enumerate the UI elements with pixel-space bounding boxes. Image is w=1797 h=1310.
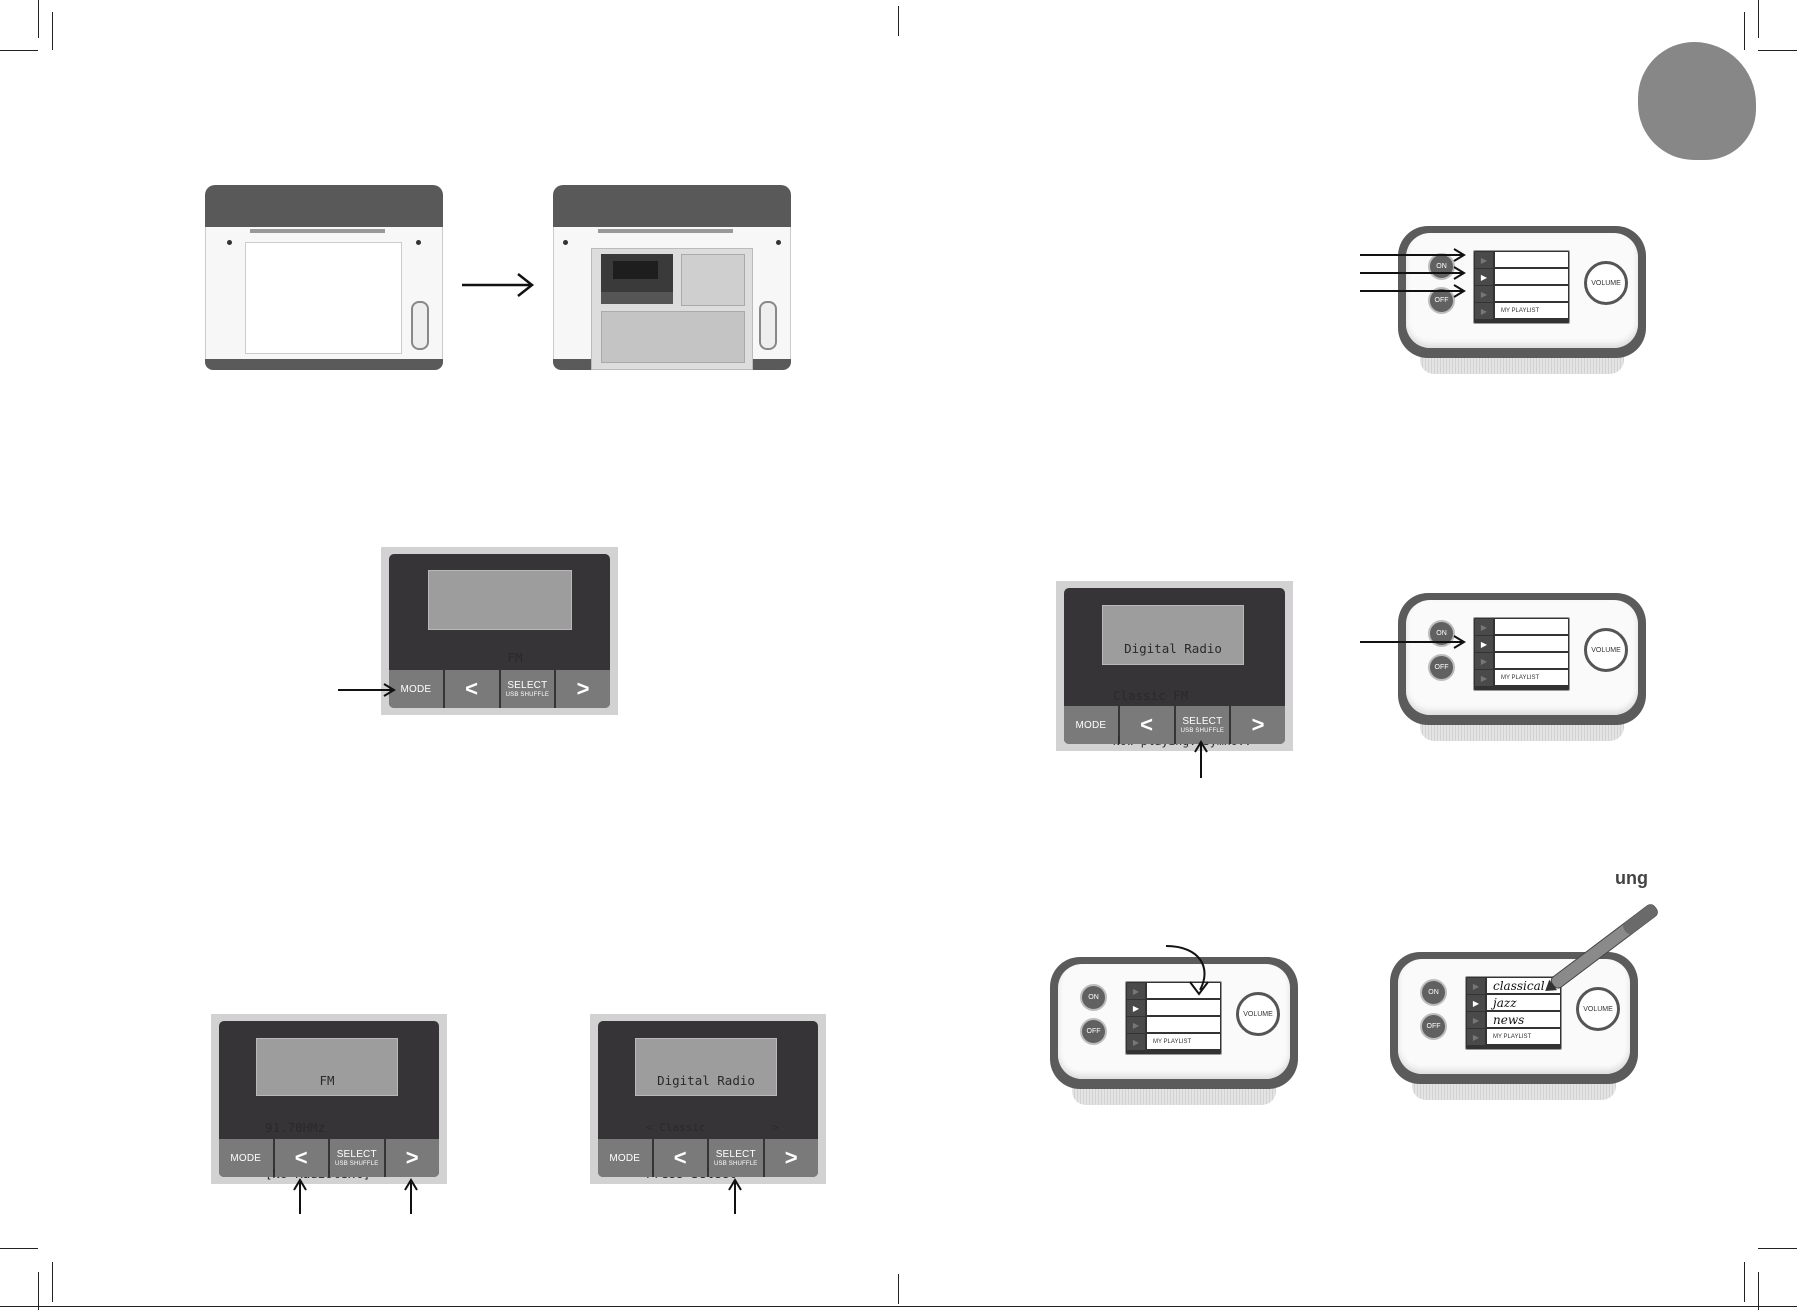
lcd-display: FM 91.70HMz [No Radiotext] — [256, 1038, 398, 1181]
right-arrow-icon — [462, 273, 535, 297]
lcd-panel-fm-tuning: FM 91.70HMz [No Radiotext] MODE < SELECT… — [211, 1014, 447, 1184]
handwritten-label: news — [1493, 1012, 1525, 1027]
lcd-display: Digital Radio < Classic > Press Select — [635, 1038, 778, 1181]
off-button[interactable]: OFF — [1428, 654, 1455, 681]
crop-mark — [52, 1262, 53, 1302]
volume-knob[interactable]: VOLUME — [1576, 987, 1620, 1031]
select-label: SELECT — [507, 680, 548, 691]
up-arrow-icon — [404, 1178, 418, 1214]
mode-button[interactable]: MODE — [389, 670, 443, 708]
mode-button[interactable]: MODE — [1064, 706, 1118, 744]
crop-mark — [1758, 1272, 1759, 1310]
crop-mark — [1744, 1262, 1745, 1302]
on-button[interactable]: ON — [1428, 253, 1455, 280]
playlist-label: MY PLAYLIST — [1487, 1029, 1560, 1044]
corner-label: ung — [1615, 868, 1648, 888]
select-sublabel: USB SHUFFLE — [505, 692, 550, 698]
mode-button[interactable]: MODE — [598, 1139, 652, 1177]
crop-mark — [0, 1248, 38, 1249]
crop-mark — [898, 6, 899, 36]
curved-arrow-icon — [1165, 945, 1209, 996]
lcd-line: FM — [507, 650, 523, 665]
next-button[interactable]: > — [385, 1139, 439, 1177]
select-sublabel: USB SHUFFLE — [713, 1161, 758, 1167]
pen-icon — [1545, 904, 1658, 991]
pointer-arrow-icon — [1360, 635, 1466, 649]
lcd-line: 91.70HMz — [265, 1119, 326, 1135]
select-label: SELECT — [1182, 716, 1223, 727]
radio-back-closed — [205, 185, 443, 370]
page-edge — [0, 1306, 1797, 1307]
next-button[interactable]: > — [556, 670, 610, 708]
crop-mark — [1758, 0, 1759, 38]
pointer-arrow-icon — [338, 683, 396, 697]
radio-top-view: ON OFF ▶ ▶ ▶ ▶MY PLAYLIST VOLUME — [1398, 593, 1646, 741]
select-sublabel: USB SHUFFLE — [334, 1161, 379, 1167]
crop-mark — [38, 1272, 39, 1310]
lcd-panel-digital-playing: Digital Radio Classic FM Now playing: Sy… — [1056, 581, 1293, 751]
lcd-line: < Classic > — [646, 1120, 779, 1134]
section-tab-marker — [1638, 42, 1756, 160]
on-button[interactable]: ON — [1420, 979, 1447, 1006]
pointer-arrows-icon — [1360, 248, 1466, 298]
crop-mark — [1744, 12, 1745, 50]
radio-back-open — [553, 185, 791, 370]
volume-knob[interactable]: VOLUME — [1584, 261, 1628, 305]
lcd-display: Digital Radio Classic FM Now playing: Sy… — [1102, 605, 1251, 748]
prev-button[interactable]: < — [1119, 706, 1174, 744]
crop-mark — [1758, 1248, 1797, 1249]
off-button[interactable]: OFF — [1420, 1013, 1447, 1040]
up-arrow-icon — [293, 1178, 307, 1214]
select-label: SELECT — [336, 1149, 377, 1160]
prev-button[interactable]: < — [274, 1139, 328, 1177]
lcd-line: Digital Radio — [657, 1073, 755, 1088]
next-button[interactable]: > — [1231, 706, 1285, 744]
volume-knob[interactable]: VOLUME — [1584, 628, 1628, 672]
playlist-label: MY PLAYLIST — [1495, 670, 1568, 685]
handwritten-label: classical — [1493, 978, 1545, 993]
volume-knob[interactable]: VOLUME — [1236, 992, 1280, 1036]
next-button[interactable]: > — [764, 1139, 818, 1177]
up-arrow-icon — [728, 1178, 742, 1214]
crop-mark — [0, 50, 38, 51]
lcd-display: FM — [428, 570, 572, 665]
prev-button[interactable]: < — [444, 670, 499, 708]
radio-top-view: ON OFF ▶ ▶ ▶ ▶MY PLAYLIST VOLUME — [1050, 957, 1298, 1105]
mode-button[interactable]: MODE — [219, 1139, 273, 1177]
lcd-panel-digital-select: Digital Radio < Classic > Press Select M… — [590, 1014, 826, 1184]
select-label: SELECT — [715, 1149, 756, 1160]
prev-button[interactable]: < — [653, 1139, 707, 1177]
playlist-label: MY PLAYLIST — [1147, 1034, 1220, 1049]
radio-top-view: ON OFF ▶classical ▶jazz ▶news ▶MY PLAYLI… — [1390, 952, 1638, 1100]
lcd-line: Classic FM — [1113, 687, 1189, 703]
on-button[interactable]: ON — [1080, 984, 1107, 1011]
crop-mark — [52, 12, 53, 50]
select-sublabel: USB SHUFFLE — [1180, 728, 1225, 734]
off-button[interactable]: OFF — [1080, 1018, 1107, 1045]
playlist-label: MY PLAYLIST — [1495, 303, 1568, 318]
lcd-line: Digital Radio — [1124, 641, 1222, 656]
crop-mark — [898, 1274, 899, 1304]
up-arrow-icon — [1194, 740, 1208, 778]
crop-mark — [1758, 50, 1797, 51]
lcd-line: FM — [319, 1073, 335, 1088]
crop-mark — [38, 0, 39, 38]
handwritten-label: jazz — [1493, 995, 1517, 1010]
